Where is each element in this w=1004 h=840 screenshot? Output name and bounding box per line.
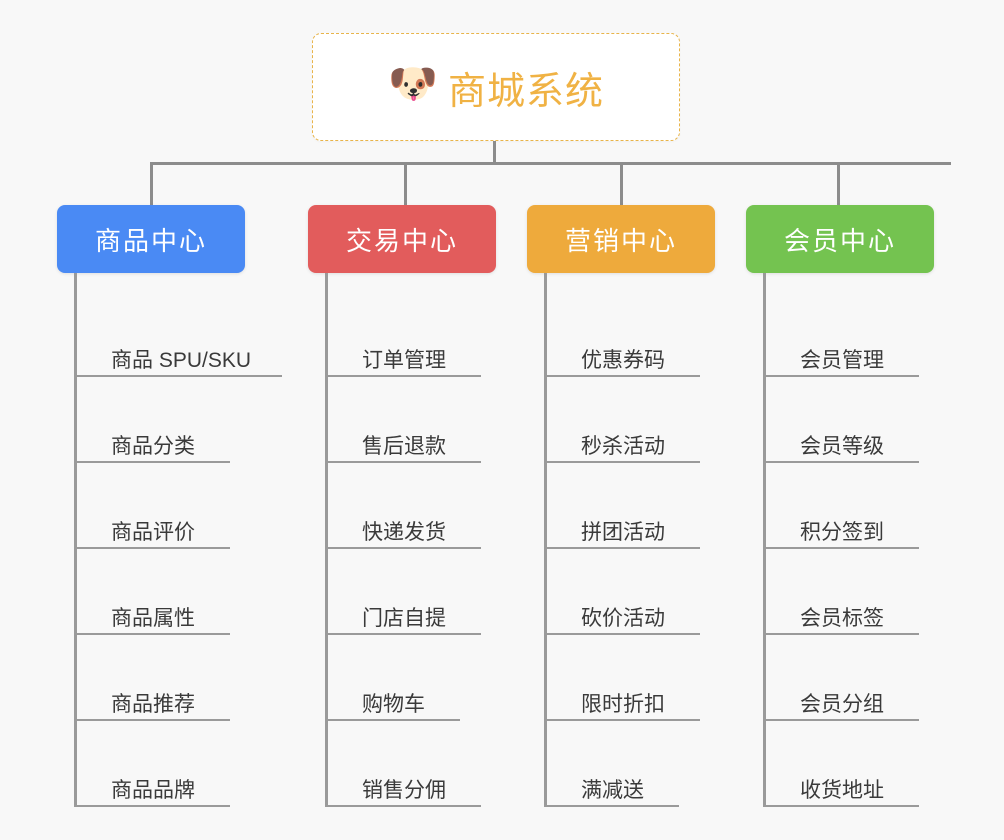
root-node[interactable]: 🐶 商城系统	[312, 33, 680, 141]
leaf-item[interactable]: 限时折扣	[544, 635, 715, 721]
leaf-underline	[544, 375, 700, 377]
connector-branch-stem-2	[404, 162, 407, 208]
leaf-label: 限时折扣	[581, 692, 665, 716]
leaf-label: 商品属性	[111, 606, 195, 630]
leaf-underline	[544, 805, 679, 807]
leaf-underline	[544, 547, 700, 549]
leaf-item[interactable]: 会员标签	[763, 549, 934, 635]
connector-branch-stem-1	[150, 162, 153, 208]
leaf-underline	[325, 719, 460, 721]
leaf-item[interactable]: 商品品牌	[74, 721, 245, 807]
leaf-label: 商品推荐	[111, 692, 195, 716]
leaf-underline	[325, 547, 481, 549]
leaf-underline	[763, 805, 919, 807]
branch-column-1: 商品中心商品 SPU/SKU 商品分类商品评价商品属性商品推荐商品品牌	[57, 205, 282, 807]
leaf-label: 商品品牌	[111, 778, 195, 802]
category-box-3[interactable]: 营销中心	[527, 205, 715, 273]
leaf-underline	[325, 375, 481, 377]
leaf-label: 砍价活动	[581, 606, 665, 630]
leaf-underline	[544, 633, 700, 635]
leaf-item[interactable]: 收货地址	[763, 721, 934, 807]
leaf-label: 满减送	[581, 778, 644, 802]
leaf-item[interactable]: 门店自提	[325, 549, 496, 635]
category-label: 会员中心	[783, 225, 896, 256]
leaf-item[interactable]: 砍价活动	[544, 549, 715, 635]
leaf-label: 秒杀活动	[581, 434, 665, 458]
leaf-label: 商品分类	[111, 434, 195, 458]
leaf-item[interactable]: 积分签到	[763, 463, 934, 549]
connector-branch-stem-4	[837, 162, 840, 208]
branch-column-3: 营销中心优惠券码秒杀活动拼团活动砍价活动限时折扣满减送	[527, 205, 715, 807]
leaf-item[interactable]: 满减送	[544, 721, 715, 807]
leaf-underline	[325, 633, 481, 635]
leaf-label: 商品 SPU/SKU	[111, 348, 252, 372]
leaf-underline	[74, 547, 230, 549]
leaf-label: 会员分组	[800, 692, 884, 716]
leaf-list-3: 优惠券码秒杀活动拼团活动砍价活动限时折扣满减送	[544, 273, 715, 807]
leaf-label: 订单管理	[362, 348, 446, 372]
leaf-item[interactable]: 商品推荐	[74, 635, 245, 721]
leaf-item[interactable]: 会员分组	[763, 635, 934, 721]
leaf-item[interactable]: 商品评价	[74, 463, 245, 549]
leaf-underline	[544, 461, 700, 463]
leaf-item[interactable]: 购物车	[325, 635, 496, 721]
branch-column-4: 会员中心会员管理会员等级积分签到会员标签会员分组收货地址	[746, 205, 934, 807]
root-title: 商城系统	[447, 70, 604, 113]
leaf-underline	[74, 805, 230, 807]
leaf-underline	[544, 719, 700, 721]
leaf-underline	[763, 719, 919, 721]
leaf-underline	[74, 719, 230, 721]
leaf-underline	[763, 547, 919, 549]
category-box-1[interactable]: 商品中心	[57, 205, 245, 273]
leaf-item[interactable]: 会员等级	[763, 377, 934, 463]
category-box-4[interactable]: 会员中心	[746, 205, 934, 273]
leaf-list-1: 商品 SPU/SKU 商品分类商品评价商品属性商品推荐商品品牌	[74, 273, 282, 807]
category-label: 交易中心	[345, 225, 458, 256]
leaf-label: 售后退款	[362, 434, 446, 458]
leaf-item[interactable]: 秒杀活动	[544, 377, 715, 463]
leaf-underline	[74, 375, 282, 377]
leaf-label: 拼团活动	[581, 520, 665, 544]
leaf-underline	[763, 461, 919, 463]
leaf-label: 会员管理	[800, 348, 884, 372]
leaf-item[interactable]: 商品属性	[74, 549, 245, 635]
leaf-label: 优惠券码	[581, 348, 665, 372]
connector-horizontal-bus	[150, 162, 951, 165]
leaf-item[interactable]: 商品分类	[74, 377, 245, 463]
leaf-underline	[763, 633, 919, 635]
leaf-label: 购物车	[362, 692, 425, 716]
branch-column-2: 交易中心订单管理售后退款快递发货门店自提购物车销售分佣	[308, 205, 496, 807]
leaf-label: 会员等级	[800, 434, 884, 458]
leaf-underline	[763, 375, 919, 377]
leaf-label: 会员标签	[800, 606, 884, 630]
leaf-list-4: 会员管理会员等级积分签到会员标签会员分组收货地址	[763, 273, 934, 807]
connector-branch-stem-3	[620, 162, 623, 208]
leaf-item[interactable]: 售后退款	[325, 377, 496, 463]
dog-face-emoji: 🐶	[387, 62, 438, 106]
category-box-2[interactable]: 交易中心	[308, 205, 496, 273]
leaf-label: 积分签到	[800, 520, 884, 544]
leaf-underline	[325, 461, 481, 463]
leaf-label: 收货地址	[800, 778, 884, 802]
leaf-underline	[325, 805, 481, 807]
leaf-label: 门店自提	[362, 606, 446, 630]
leaf-list-2: 订单管理售后退款快递发货门店自提购物车销售分佣	[325, 273, 496, 807]
leaf-item[interactable]: 优惠券码	[544, 291, 715, 377]
leaf-underline	[74, 461, 230, 463]
leaf-underline	[74, 633, 230, 635]
leaf-label: 商品评价	[111, 520, 195, 544]
leaf-item[interactable]: 会员管理	[763, 291, 934, 377]
leaf-item[interactable]: 拼团活动	[544, 463, 715, 549]
leaf-item[interactable]: 订单管理	[325, 291, 496, 377]
category-label: 营销中心	[564, 225, 677, 256]
leaf-item[interactable]: 销售分佣	[325, 721, 496, 807]
category-label: 商品中心	[94, 225, 207, 256]
leaf-item[interactable]: 快递发货	[325, 463, 496, 549]
leaf-item[interactable]: 商品 SPU/SKU	[74, 291, 282, 377]
leaf-label: 快递发货	[362, 520, 446, 544]
leaf-label: 销售分佣	[362, 778, 446, 802]
connector-root-stem	[493, 141, 496, 165]
